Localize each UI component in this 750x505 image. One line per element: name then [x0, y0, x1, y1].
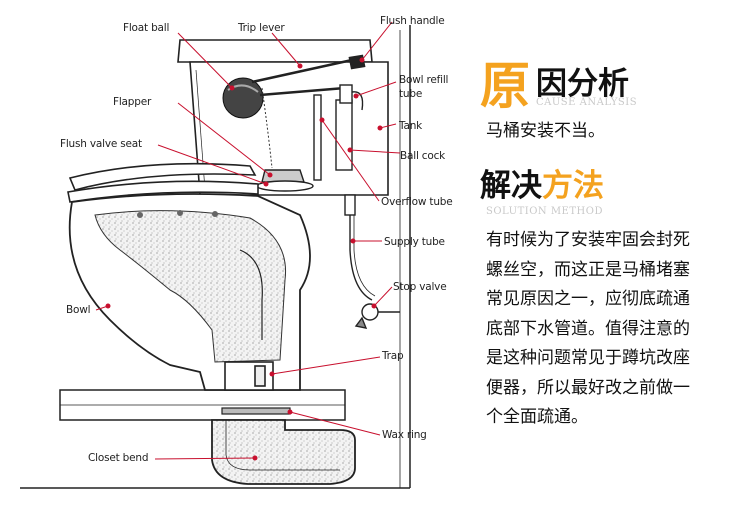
wax-ring	[221, 407, 291, 415]
overflow-tube	[313, 94, 322, 181]
solution-line: 底部下水管道。值得注意的	[486, 318, 690, 339]
cause-heading: 原 因分析	[480, 60, 629, 112]
label-tank: Tank	[399, 120, 423, 132]
lift-chain	[261, 87, 273, 169]
solution-title-black: 解决	[480, 168, 542, 204]
flapper	[256, 169, 314, 192]
label-bowl-refill-tube: Bowl refill tube	[399, 74, 449, 100]
label-supply-tube: Supply tube	[384, 236, 445, 248]
label-closet-bend: Closet bend	[88, 452, 149, 464]
label-bowl: Bowl	[66, 304, 91, 316]
label-stop-valve: Stop valve	[393, 281, 447, 293]
ball-cock	[335, 84, 364, 171]
label-wax-ring: Wax ring	[382, 429, 427, 441]
label-flush-handle: Flush handle	[380, 15, 445, 27]
cause-english: CAUSE ANALYSIS	[536, 97, 638, 108]
trap	[224, 361, 274, 391]
label-float-ball: Float ball	[123, 22, 170, 34]
label-ball-cock: Ball cock	[400, 150, 446, 162]
cause-title: 因分析	[536, 66, 629, 102]
label-trip-lever: Trip lever	[238, 22, 285, 34]
solution-line: 个全面疏通。	[486, 407, 588, 427]
cause-text: 马桶安装不当。	[486, 121, 605, 141]
bowl-body	[68, 193, 311, 391]
solution-line: 螺丝空，而这正是马桶堵塞	[486, 259, 690, 280]
label-flush-valve-seat: Flush valve seat	[60, 138, 142, 150]
leader-dots	[105, 57, 383, 461]
leader-lines	[95, 21, 401, 460]
supply-tube	[344, 194, 376, 301]
solution-title-accent: 方法	[542, 168, 604, 204]
toilet-seat	[67, 162, 259, 203]
label-overflow-tube: Overflow tube	[381, 196, 453, 208]
solution-line: 是这种问题常见于蹲坑改座	[486, 348, 690, 368]
cause-big-char: 原	[480, 56, 530, 115]
toilet-diagram: Float ball Trip lever Flush handle Bowl …	[20, 15, 453, 489]
label-flapper: Flapper	[113, 96, 152, 108]
closet-bend	[211, 419, 356, 485]
text-panel: 原 因分析 CAUSE ANALYSIS 马桶安装不当。 解决方法 SOLUTI…	[478, 0, 750, 500]
solution-line: 便器，所以最好改之前做一	[486, 377, 690, 398]
rim-jets	[137, 210, 218, 218]
label-trap: Trap	[382, 350, 404, 362]
toilet-illustration	[20, 21, 411, 489]
solution-line: 有时候为了安装牢固会封死	[486, 230, 690, 250]
solution-heading: 解决方法	[480, 168, 604, 204]
solution-title: 解决方法	[480, 168, 604, 204]
solution-english: SOLUTION METHOD	[486, 206, 603, 217]
wall	[399, 25, 411, 488]
stop-valve	[354, 303, 400, 329]
solution-line: 常见原因之一，应彻底疏通	[486, 289, 690, 309]
solution-text: 有时候为了安装牢固会封死 螺丝空，而这正是马桶堵塞 常见原因之一，应彻底疏通 底…	[486, 226, 690, 433]
